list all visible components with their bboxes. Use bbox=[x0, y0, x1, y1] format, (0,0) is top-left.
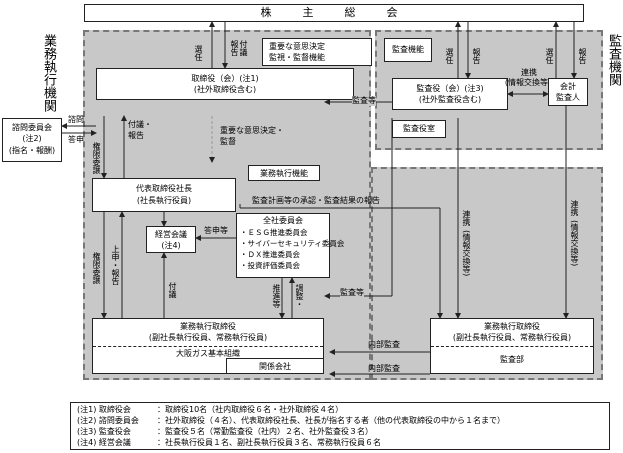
accounting-auditor-line2: 監査人 bbox=[556, 93, 580, 102]
audit-function-label: 監査機能 bbox=[392, 45, 424, 54]
board-submit-label: 付議 bbox=[239, 40, 248, 56]
committee-item: ・投資評価委員会 bbox=[240, 261, 300, 270]
accounting-auditor-box: 会計 監査人 bbox=[548, 78, 588, 106]
board-of-directors-box: 取締役（会）(注1) (社外取締役含む) bbox=[96, 68, 354, 100]
exec-right-sub: (副社長執行役員、常務執行役員) bbox=[452, 333, 572, 342]
note-text: ：社長執行役員１名、副社長執行役員３名、常務執行役員６名 bbox=[157, 438, 381, 447]
management-meeting-box: 経営会議 (注4) bbox=[146, 226, 196, 253]
advisory-title: 諮問委員会 bbox=[12, 123, 52, 132]
committee-item: ・サイバーセキュリティ委員会 bbox=[240, 239, 345, 248]
president-box: 代表取締役社長 (社長執行役員) bbox=[92, 178, 236, 212]
accounting-auditor-line1: 会計 bbox=[560, 82, 576, 91]
exec-directors-sub: (副社長執行役員、常務執行役員) bbox=[148, 333, 268, 342]
submit-left-label: 付議 bbox=[168, 282, 177, 298]
shareholders-label: 株 主 総 会 bbox=[260, 6, 408, 19]
exec-right-title: 業務執行取締役 bbox=[484, 322, 540, 331]
advisory-note: (注2) bbox=[22, 134, 42, 143]
president-title: 代表取締役社長 bbox=[136, 184, 192, 193]
coop-mid-line1: 連携 bbox=[462, 210, 471, 226]
auditor-office-box: 監査役室 bbox=[392, 120, 446, 138]
coop-mid-line2: (情報交換等) bbox=[462, 230, 471, 277]
auditors-elect-label: 選任 bbox=[445, 48, 454, 64]
osaka-gas-label: 大阪ガス基本組織 bbox=[176, 349, 240, 358]
consultation-label: 答申等 bbox=[204, 226, 228, 235]
board-function-line2: 監視・監督機能 bbox=[269, 53, 325, 62]
committee-item: ・ＤＸ推進委員会 bbox=[240, 250, 300, 259]
exec-right-divider bbox=[431, 346, 593, 347]
audit-plan-label: 監査計画等の承認・監査結果の報告 bbox=[252, 196, 380, 205]
notes-box: (注1) 取締役会 ：取締役10名（社内取締役６名・社外取締役４名） (注2) … bbox=[70, 402, 610, 450]
coordination-line2: 調整・ bbox=[295, 284, 304, 308]
management-meeting-note: (注4) bbox=[161, 241, 181, 250]
advisory-consult-label: 諮問 bbox=[68, 115, 84, 124]
shareholders-meeting-box: 株 主 総 会 bbox=[84, 4, 584, 22]
auditor-office-label: 監査役室 bbox=[403, 124, 435, 133]
important-decision-line2: 監督 bbox=[220, 137, 236, 146]
audit-etc-top-label: 監査等 bbox=[352, 96, 376, 106]
board-delegation-label: 権限委譲 bbox=[92, 142, 101, 174]
board-title: 取締役（会）(注1) bbox=[191, 74, 259, 83]
coop-right-line1: 連携 bbox=[570, 200, 579, 216]
advisory-report-label: 答申 bbox=[68, 135, 84, 144]
note-label: (注2) 諮問委員会 bbox=[77, 416, 139, 425]
auditors-sub: (社外監査役含む) bbox=[418, 95, 482, 104]
submit-report-line1: 付議・ bbox=[128, 120, 152, 129]
exec-directors-right-box: 業務執行取締役 (副社長執行役員、常務執行役員) 監査部 bbox=[430, 318, 594, 374]
advisory-sub: (指名・報酬) bbox=[8, 146, 56, 155]
submit-report-line2: 報告 bbox=[128, 131, 144, 140]
note-label: (注1) 取締役会 bbox=[77, 405, 131, 414]
internal-audit-1-label: 内部監査 bbox=[368, 340, 400, 349]
exec-divider bbox=[93, 346, 323, 347]
auditors-title: 監査役（会）(注3) bbox=[416, 84, 484, 93]
coop-top-line1: 連携 bbox=[521, 68, 537, 77]
audit-function-box: 監査機能 bbox=[384, 38, 432, 62]
business-function-label: 業務執行機能 bbox=[260, 169, 308, 178]
board-elect-label: 選任 bbox=[194, 45, 203, 61]
note-text: ：社外取締役（４名）、代表取締役社長、社長が指名する者（他の代表取締役の中から１… bbox=[157, 416, 505, 425]
coop-right-line2: (情報交換等) bbox=[570, 220, 579, 267]
audit-etc-mid-label: 監査等 bbox=[340, 288, 364, 298]
board-function-line1: 重要な意思決定 bbox=[269, 42, 325, 51]
board-report-label: 報告 bbox=[230, 40, 239, 56]
affiliates-box: 関係会社 bbox=[226, 358, 324, 374]
committee-item: ・ＥＳＧ推進委員会 bbox=[240, 228, 308, 237]
affiliates-label: 関係会社 bbox=[259, 362, 291, 371]
left-organ-label: 業務執行機関 bbox=[41, 34, 56, 112]
board-sub: (社外取締役含む) bbox=[193, 85, 257, 94]
important-decision-line1: 重要な意思決定・ bbox=[220, 126, 284, 135]
coordination-line1: 推進等 bbox=[272, 284, 281, 308]
business-function-box: 業務執行機能 bbox=[248, 165, 320, 181]
delegation-left-label: 権限委譲 bbox=[92, 252, 101, 284]
exec-directors-title: 業務執行取締役 bbox=[180, 322, 236, 331]
note-text: ：監査役５名（常勤監査役（社内）２名、社外監査役３名） bbox=[157, 427, 373, 436]
right-organ-label: 監査機関 bbox=[606, 34, 621, 86]
note-label: (注3) 監査役会 bbox=[77, 427, 131, 436]
internal-audit-2-label: 内部監査 bbox=[368, 364, 400, 373]
committees-box: 全社委員会 ・ＥＳＧ推進委員会 ・サイバーセキュリティ委員会 ・ＤＸ推進委員会 … bbox=[236, 213, 344, 278]
note-text: ：取締役10名（社内取締役６名・社外取締役４名） bbox=[157, 405, 344, 414]
management-meeting-title: 経営会議 bbox=[155, 230, 187, 239]
report-up-label: 上申・報告 bbox=[111, 245, 120, 285]
accounting-elect-label: 選任 bbox=[545, 48, 554, 64]
advisory-committee-box: 諮問委員会 (注2) (指名・報酬) bbox=[2, 118, 62, 162]
president-sub: (社長執行役員) bbox=[136, 196, 192, 205]
audit-dept-label: 監査部 bbox=[500, 355, 524, 364]
coop-top-line2: (情報交換等) bbox=[504, 78, 552, 87]
committees-title: 全社委員会 bbox=[263, 216, 303, 225]
accounting-report-label: 報告 bbox=[578, 48, 587, 64]
board-function-box: 重要な意思決定 監視・監督機能 bbox=[262, 38, 372, 66]
note-label: (注4) 経営会議 bbox=[77, 438, 131, 447]
auditors-report-label: 報告 bbox=[472, 48, 481, 64]
auditors-box: 監査役（会）(注3) (社外監査役含む) bbox=[392, 78, 508, 110]
